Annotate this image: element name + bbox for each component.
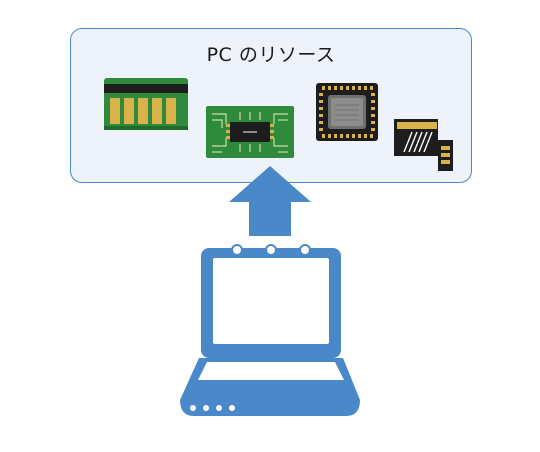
panel-title: PC のリソース bbox=[206, 44, 336, 66]
circuit-board-icon bbox=[206, 106, 294, 158]
up-arrow-icon bbox=[229, 166, 311, 236]
sd-card-icon bbox=[394, 119, 453, 171]
cpu-chip-icon bbox=[316, 83, 378, 141]
memory-module-icon bbox=[104, 78, 188, 130]
laptop-icon bbox=[180, 244, 360, 416]
